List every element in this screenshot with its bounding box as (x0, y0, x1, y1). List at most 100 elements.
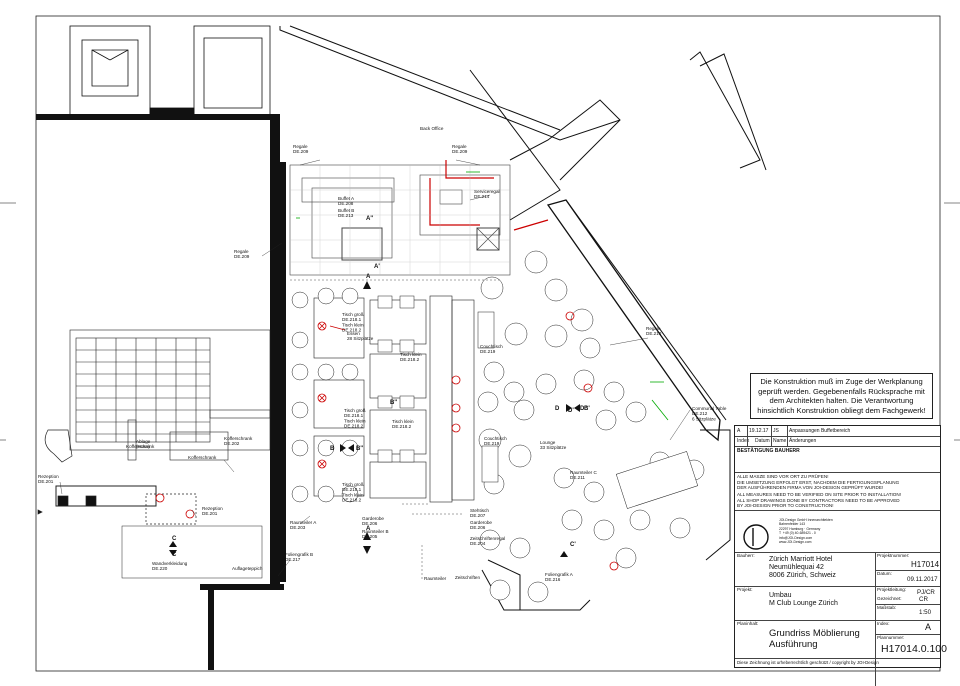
projekt-label: Projekt: (737, 587, 753, 592)
reception-area (37, 429, 263, 579)
index-label: Index: (877, 621, 890, 626)
section-mark: D' (568, 408, 574, 414)
section-mark: B'' (390, 400, 398, 406)
section-arrows (169, 281, 580, 557)
firm-address: JOI-Design GmbH Innenarchitekten Bahrenf… (779, 518, 833, 545)
section-mark: C (172, 536, 177, 542)
stair-core (69, 329, 271, 461)
datum-value: 09.11.2017 (907, 576, 938, 583)
datum-label: Datum: (877, 571, 892, 576)
title-block: A 19.12.17 JS Anpassungen Buffetbereich … (734, 425, 947, 686)
gezeichnet-label: Gezeichnet: (877, 596, 902, 601)
massstab-value: 1:50 (919, 609, 932, 616)
room-label-ablage: Ablage(Hose) (136, 439, 151, 449)
copyright-footer: Diese Zeichnung ist urheberrechtlich ges… (737, 660, 879, 665)
buffet-area (289, 164, 511, 276)
section-mark: C (172, 552, 177, 558)
sheet-border (35, 15, 941, 672)
section-mark: A (366, 526, 371, 532)
rev-index: A (737, 428, 741, 434)
green-markers (296, 171, 669, 421)
head-index: Index (737, 438, 750, 444)
room-label-back-office: Back Office (420, 126, 444, 131)
section-mark: A'' (366, 216, 374, 222)
head-date: Datum (755, 438, 770, 444)
head-change: Änderungen (789, 438, 817, 444)
elevator-shafts (69, 25, 271, 117)
projektnummer-value: H17014 (911, 560, 940, 569)
walls (36, 114, 286, 670)
section-mark: B' (584, 406, 590, 412)
approval-heading: BESTÄTIGUNG BAUHERR (737, 448, 800, 454)
dining-chairs (291, 287, 415, 503)
disclaimer-de: ALLE MASZE SIND VOR ORT ZU PRÜFEN! DIE U… (737, 474, 900, 491)
projekt-value: Umbau M Club Lounge Zürich (769, 592, 838, 607)
section-mark: B (330, 446, 335, 452)
massstab-label: Maßstab: (877, 605, 897, 610)
disclaimer-en: ALL MEASURES NEED TO BE VERIFIED ON SITE… (737, 492, 901, 509)
service-counter-red (429, 160, 549, 231)
bauherr-label: Bauherr: (737, 553, 755, 558)
red-markers (155, 311, 619, 571)
gezeichnet-value: CR (919, 596, 928, 603)
projektleitung-value: PJ/CR (917, 589, 935, 596)
room-label-raumteiler-d: Raumteiler (424, 576, 447, 581)
rev-change: Anpassungen Buffetbereich (789, 428, 851, 434)
planinhalt-value: Grundriss Möblierung Ausführung (769, 628, 860, 650)
projektnummer-label: Projektnummer: (877, 553, 910, 558)
outer-shell (279, 25, 767, 611)
plannummer-value: H17014.0.100 (881, 643, 947, 655)
room-label-kofferschrank-3: Kofferschrank (126, 444, 155, 449)
section-mark: D (555, 406, 560, 412)
joi-design-logo (743, 524, 769, 550)
plannummer-label: Plannummer: (877, 635, 905, 640)
bauherr-value: Zürich Marriott Hotel Neumühlequai 42 80… (769, 556, 836, 579)
planinhalt-label: Planinhalt: (737, 621, 759, 626)
index-value: A (925, 622, 932, 632)
section-mark: B'' (356, 446, 364, 452)
room-label-zeitschriften-2: Zeitschriften (455, 575, 480, 580)
projektleitung-label: Projektleitung: (877, 587, 907, 592)
construction-note: Die Konstruktion muß im Zuge der Werkpla… (750, 373, 933, 419)
section-mark: C' (570, 542, 576, 548)
dining-tables (313, 295, 475, 503)
room-label-kofferschrank-1: Kofferschrank (188, 455, 217, 460)
head-name: Name (773, 438, 787, 444)
section-mark: D'' (580, 406, 588, 412)
room-label-auflageteppich: Auflageteppich (232, 566, 263, 571)
section-mark: A' (374, 264, 380, 270)
section-mark: A (366, 274, 371, 280)
rev-by: JS (773, 428, 779, 434)
lounge-chairs (477, 250, 705, 603)
